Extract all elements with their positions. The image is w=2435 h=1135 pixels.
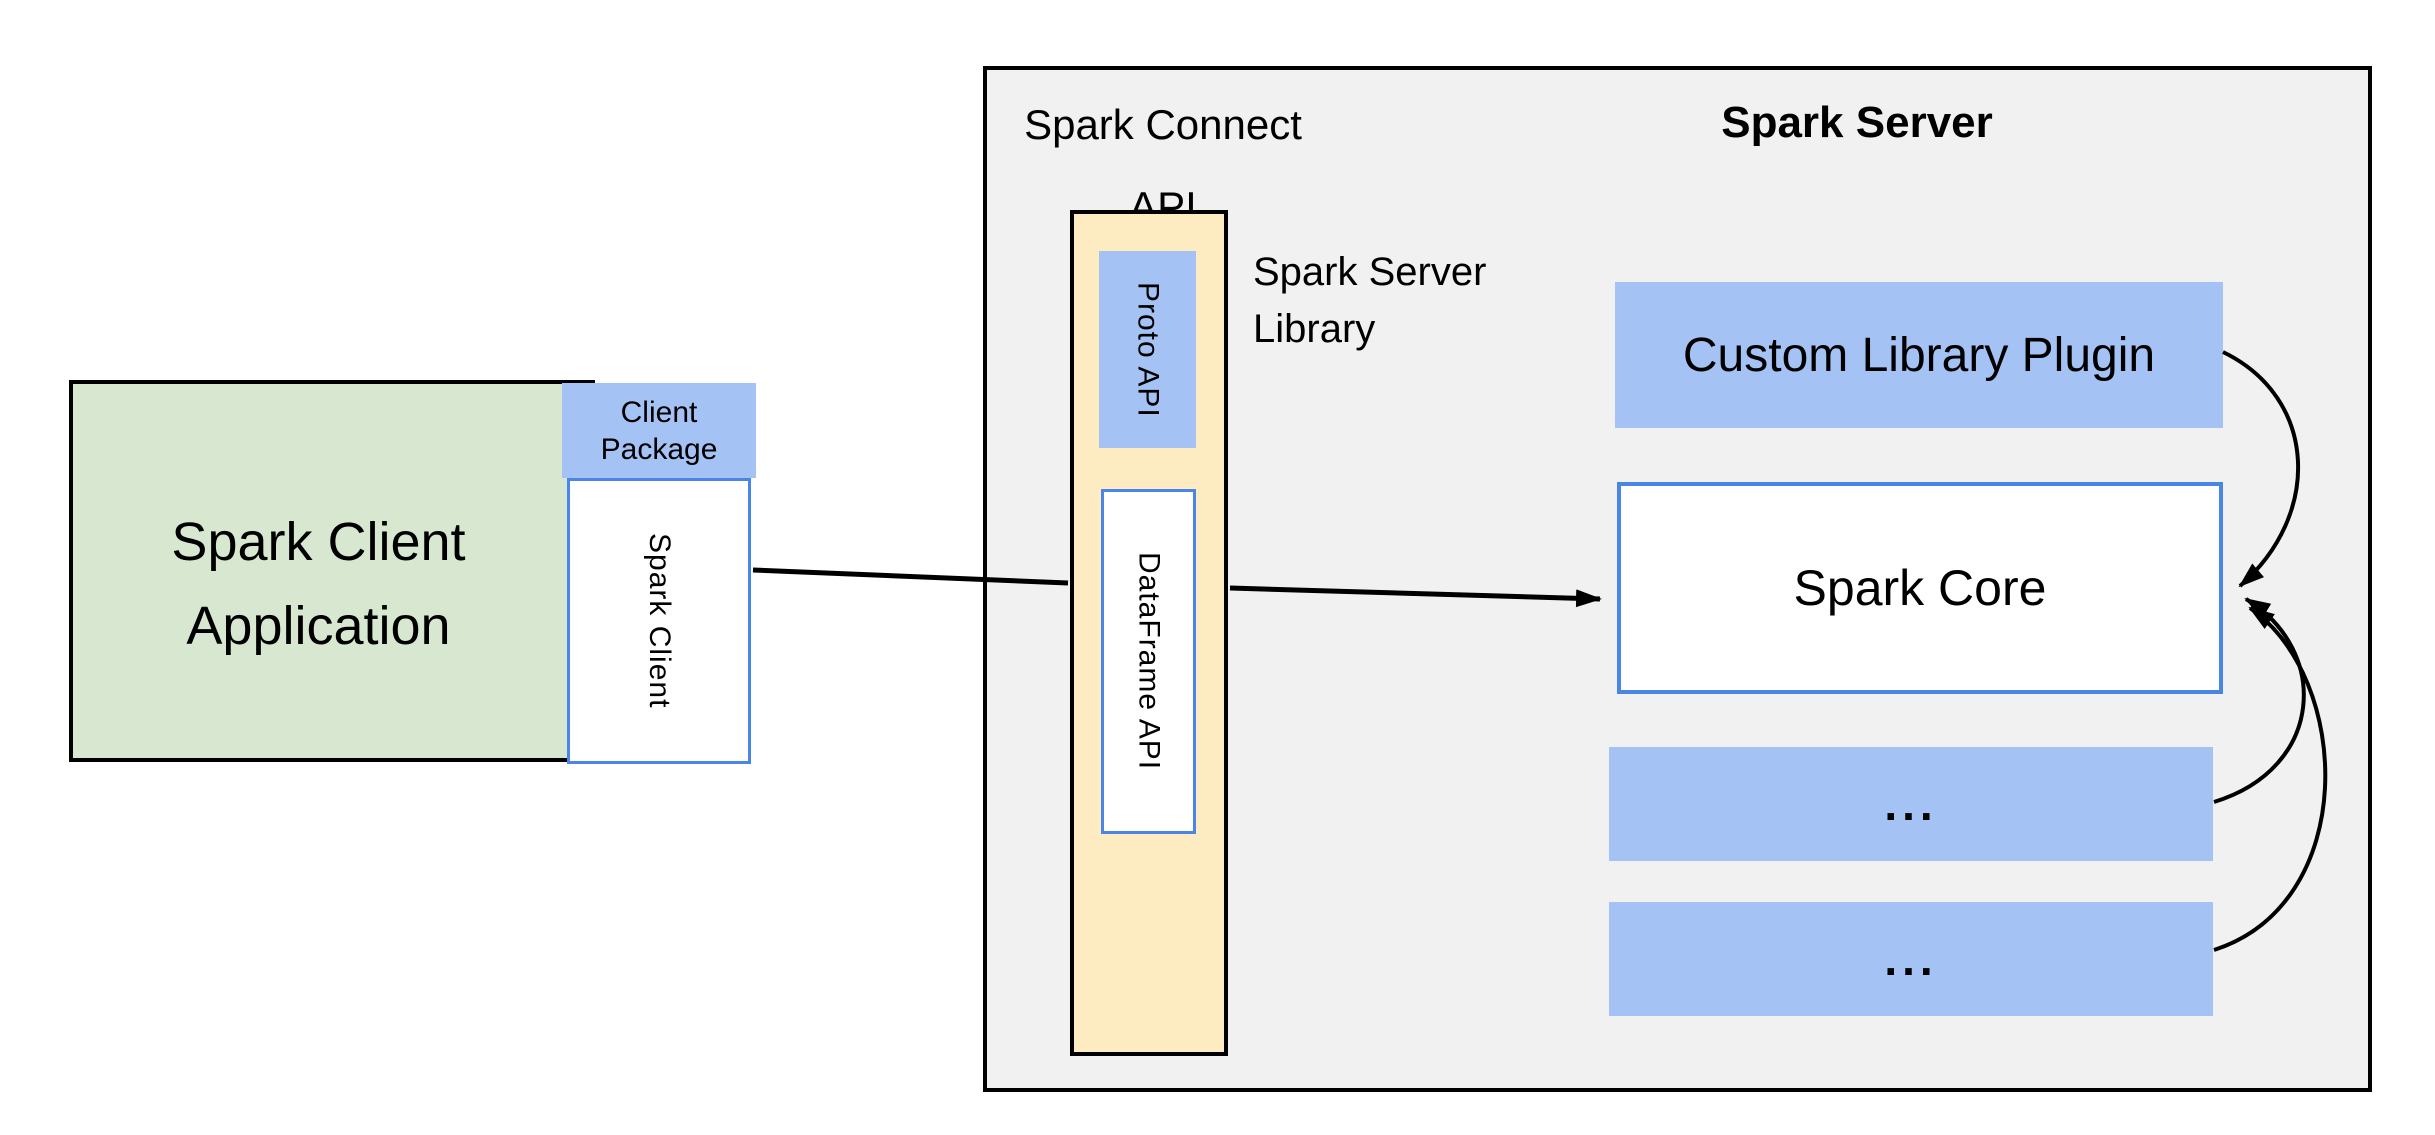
dataframe-api-box: DataFrame API (1101, 489, 1196, 834)
spark-client-box: Spark Client (567, 478, 751, 764)
custom-library-plugin-box: Custom Library Plugin (1615, 282, 2223, 428)
dataframe-api-label: DataFrame API (1132, 552, 1166, 771)
proto-api-label: Proto API (1131, 281, 1165, 418)
ellipsis-box-top: ... (1609, 747, 2213, 861)
client-package-box: Client Package (562, 383, 756, 478)
proto-api-box: Proto API (1099, 251, 1196, 448)
custom-library-plugin-label: Custom Library Plugin (1682, 328, 2156, 382)
ellipsis-top-label: ... (1884, 778, 1938, 830)
spark-client-application-label: Spark Client Application (69, 500, 568, 668)
spark-server-library-label: Spark Server Library (1253, 244, 1673, 358)
spark-server-library-label-line1: Spark Server (1253, 250, 1487, 294)
spark-core-box: Spark Core (1617, 482, 2223, 694)
spark-server-library-label-line2: Library (1253, 307, 1376, 351)
spark-client-application-label-line2: Application (186, 596, 451, 656)
spark-server-title: Spark Server (1721, 98, 1993, 147)
client-package-label-line1: Client (620, 395, 698, 429)
ellipsis-bottom-label: ... (1884, 933, 1938, 985)
client-package-label-line2: Package (600, 432, 718, 466)
spark-client-application-label-line1: Spark Client (171, 512, 466, 572)
spark-core-label: Spark Core (1793, 560, 2047, 616)
spark-client-label: Spark Client (643, 533, 676, 709)
spark-connect-api-title-line1: Spark Connect (1024, 101, 1302, 148)
ellipsis-box-bottom: ... (1609, 902, 2213, 1016)
